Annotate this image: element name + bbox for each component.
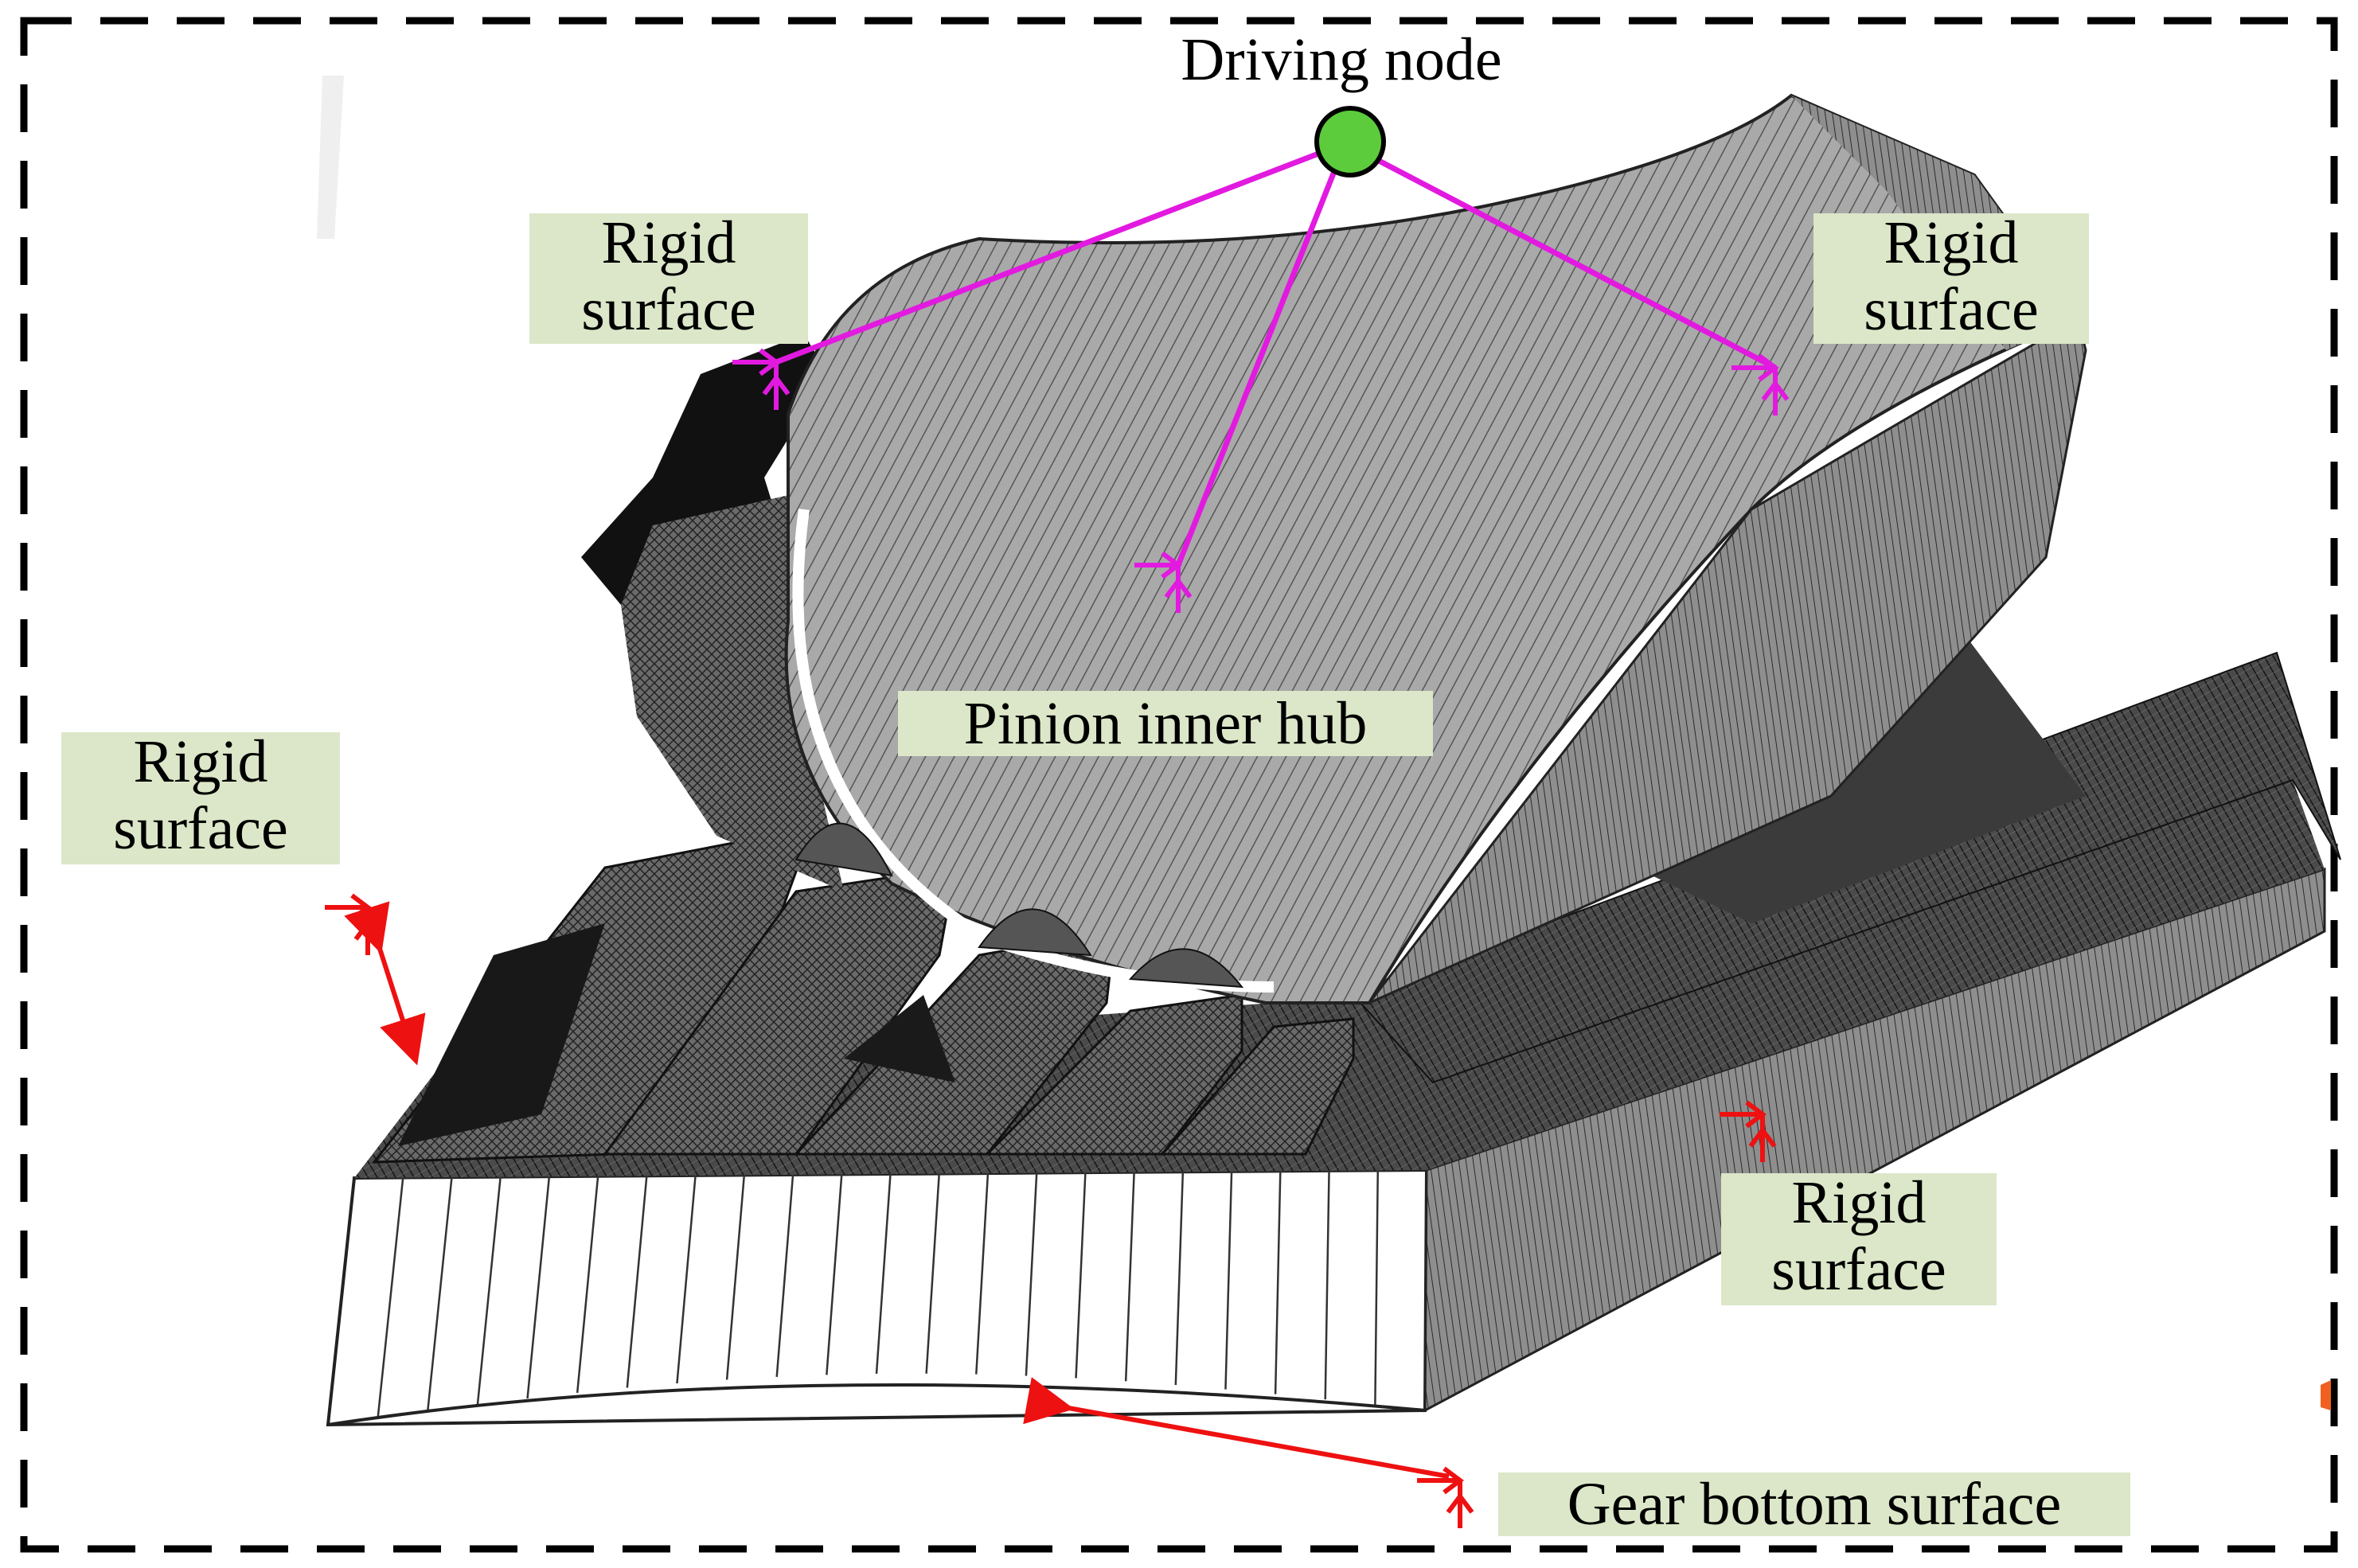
face-grid-line (775, 1174, 794, 1377)
label-rigid-bottom-right: Rigid surface (1721, 1169, 1997, 1305)
svg-text:Rigid: Rigid (1884, 209, 2019, 276)
pinion-hub-surface (784, 93, 2081, 1004)
svg-text:Rigid: Rigid (602, 209, 736, 276)
svg-text:Rigid: Rigid (134, 728, 268, 795)
face-grid-line (925, 1173, 940, 1374)
face-grid-line (1075, 1172, 1087, 1379)
face-grid-line (1174, 1172, 1185, 1386)
svg-text:surface: surface (113, 795, 287, 862)
label-pinion-inner-hub: Pinion inner hub (898, 690, 1433, 757)
face-grid-line (875, 1173, 892, 1375)
face-grid-line (1124, 1172, 1135, 1382)
label-rigid-mid-left: Rigid surface (61, 728, 340, 864)
label-driving-node: Driving node (1181, 26, 1501, 93)
svg-text:surface: surface (1864, 276, 2038, 343)
face-grid-line (427, 1176, 453, 1411)
face-grid-line (826, 1174, 843, 1375)
edge-artifact (2321, 1380, 2331, 1410)
face-grid-line (676, 1175, 697, 1384)
label-rigid-top-right: Rigid surface (1813, 209, 2089, 344)
face-grid-line (1224, 1171, 1233, 1390)
svg-text:surface: surface (1771, 1236, 1946, 1303)
face-grid-line (526, 1176, 551, 1399)
svg-text:surface: surface (581, 276, 755, 343)
face-grid-line (576, 1176, 599, 1394)
coupling-lines (775, 140, 1777, 567)
constraint-leader-lines (344, 901, 1450, 1479)
gear-teeth (371, 826, 1355, 1164)
label-rigid-top-left: Rigid surface (529, 209, 808, 344)
face-grid-line (1324, 1170, 1330, 1400)
svg-text:Gear bottom surface: Gear bottom surface (1567, 1471, 2061, 1538)
face-grid-line (725, 1175, 746, 1380)
face-grid-line (1025, 1172, 1038, 1376)
face-grid-line (975, 1173, 990, 1375)
svg-text:Rigid: Rigid (1792, 1169, 1927, 1236)
face-grid-line (377, 1177, 404, 1418)
gear-front-face-grid (377, 1170, 1380, 1418)
coupling-marker-icon (732, 348, 1790, 613)
face-grid-line (626, 1176, 648, 1388)
face-grid-line (1274, 1171, 1282, 1394)
dashed-frame (20, 17, 2338, 1553)
label-gear-bottom-surface: Gear bottom surface (1498, 1471, 2130, 1538)
face-grid-line (476, 1176, 502, 1405)
face-grid-line (1374, 1170, 1380, 1406)
svg-text:Pinion inner hub: Pinion inner hub (964, 690, 1368, 757)
pinion-mesh-body (581, 93, 2087, 1004)
background-artifact (317, 76, 344, 239)
svg-text:Driving node: Driving node (1181, 26, 1501, 93)
circle-node-icon (1314, 106, 1386, 177)
